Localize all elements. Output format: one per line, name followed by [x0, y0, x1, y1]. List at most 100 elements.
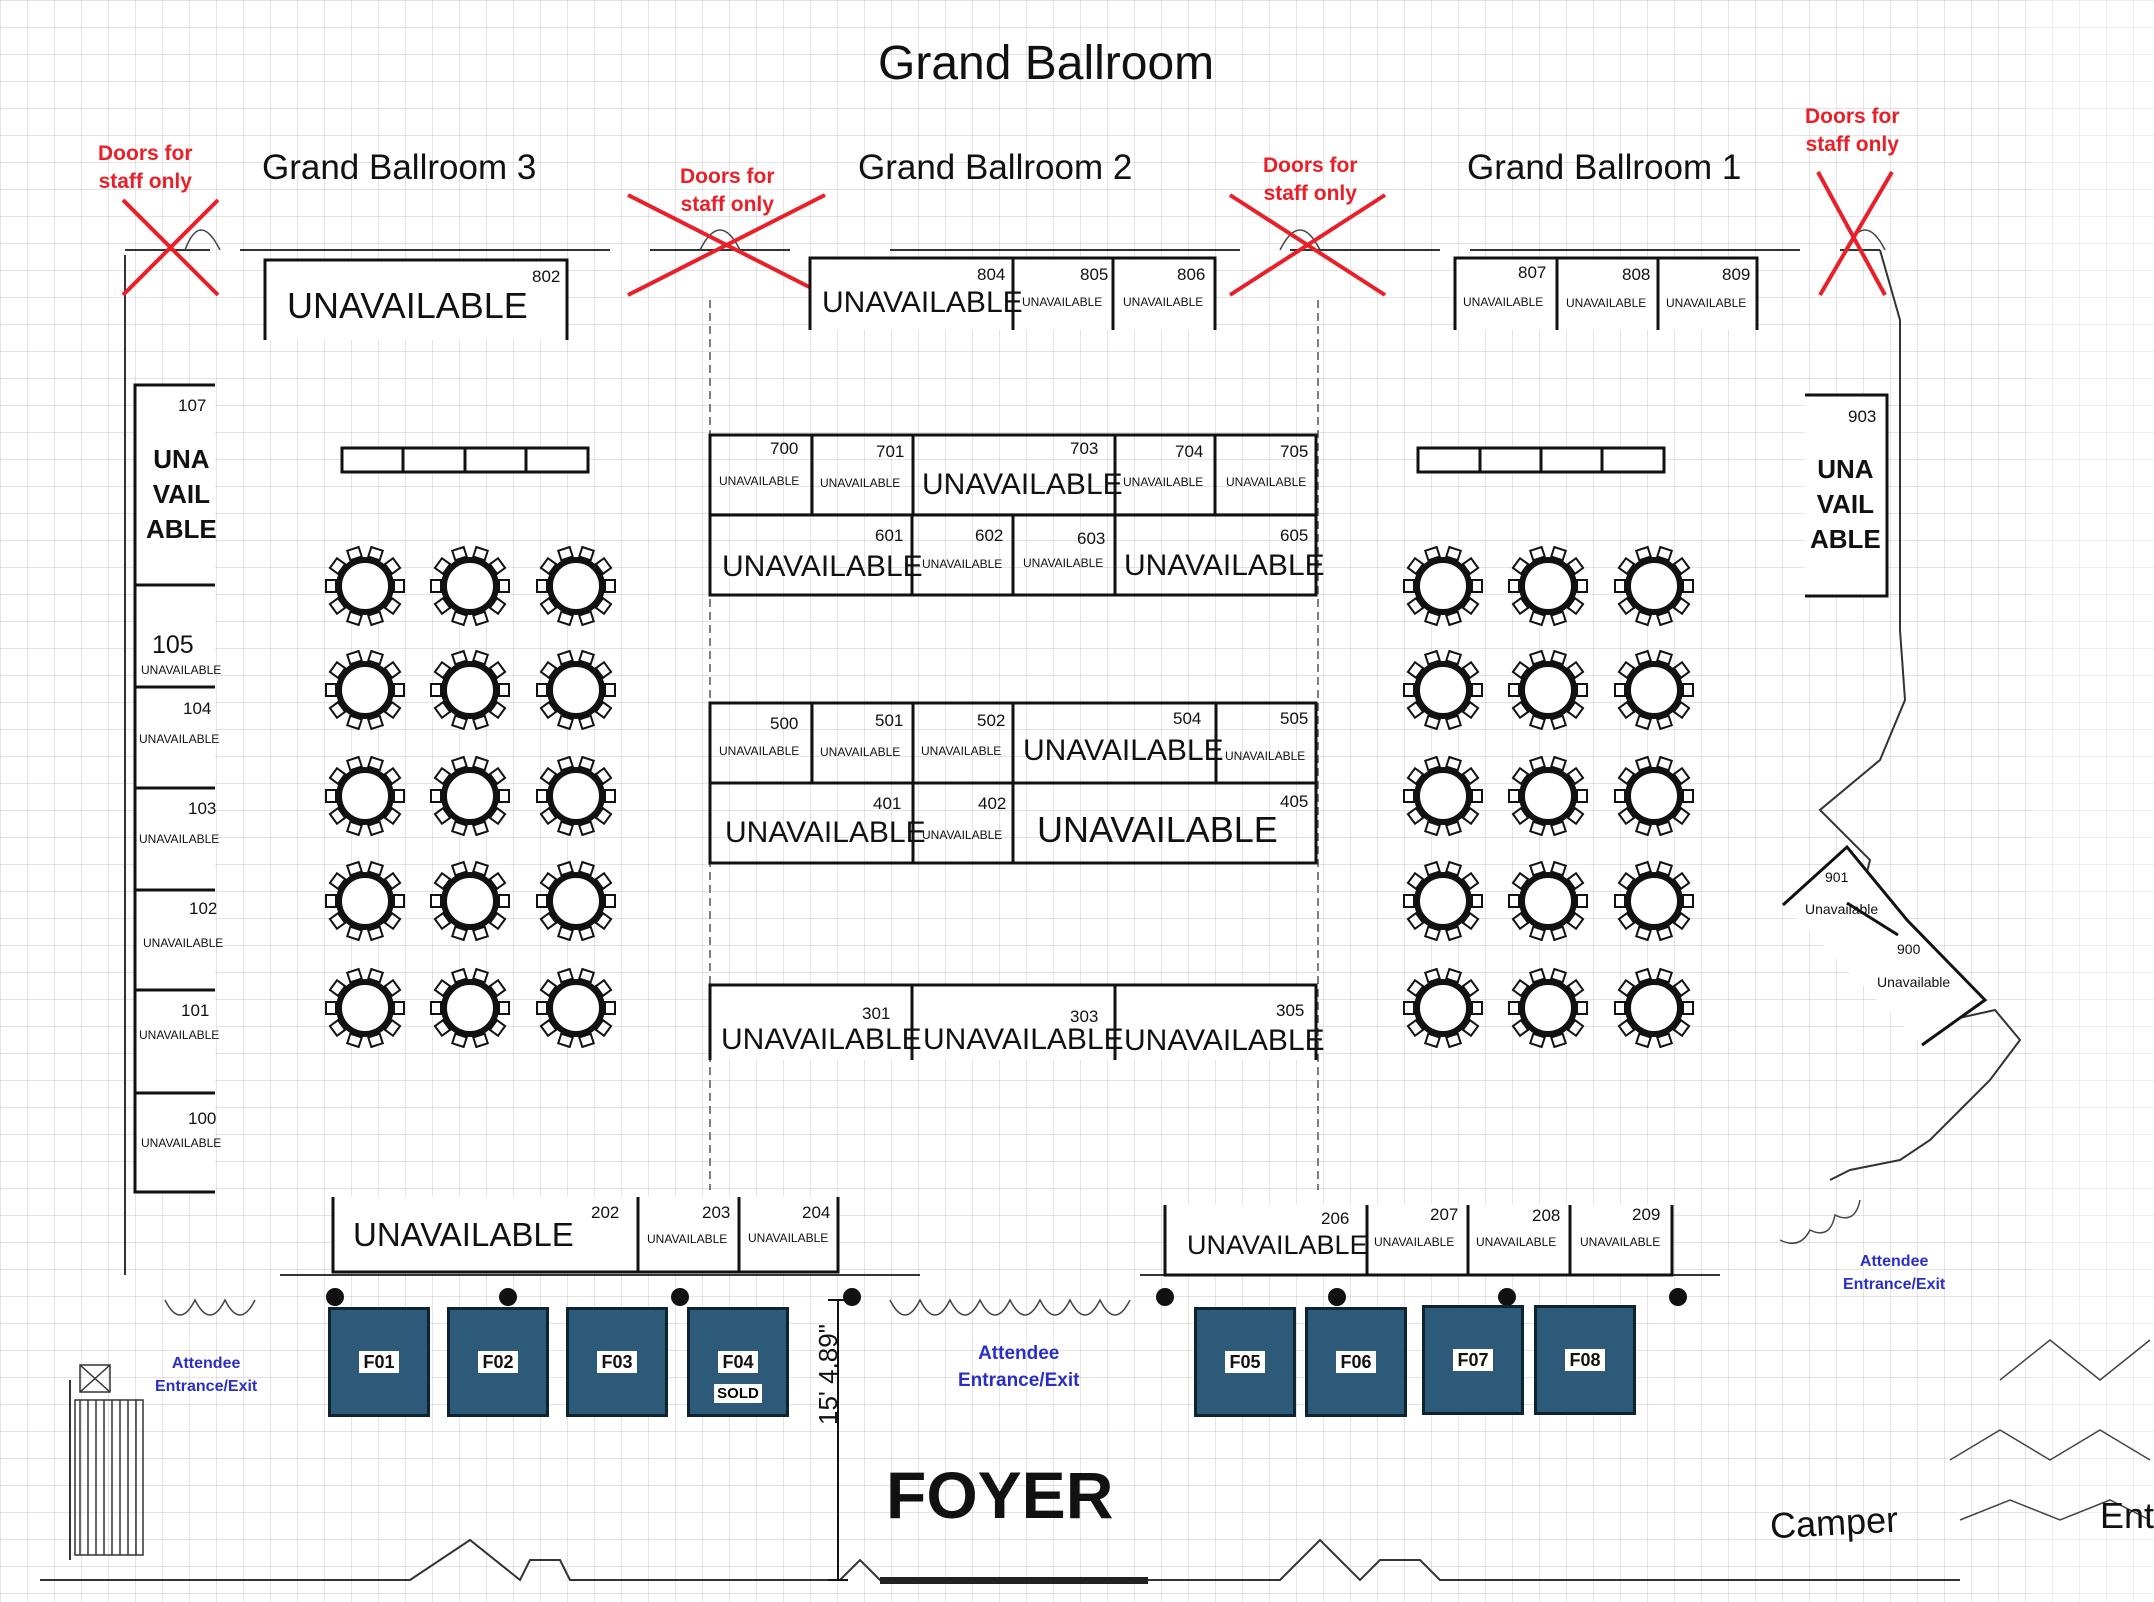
booth-number-701: 701	[876, 442, 905, 461]
booth-number-209: 209	[1632, 1205, 1661, 1224]
foyer-booth-f06[interactable]: F06	[1305, 1307, 1407, 1417]
booth-209-status: UNAVAILABLE	[1580, 1235, 1661, 1249]
booth-901-status: Unavailable	[1805, 901, 1879, 917]
foyer-booth-f02[interactable]: F02	[447, 1307, 549, 1417]
booth-103-status: UNAVAILABLE	[139, 832, 220, 846]
main-title: Grand Ballroom	[878, 37, 1215, 90]
foyer-entrance-bar	[880, 1577, 1148, 1584]
booth-number-602: 602	[975, 526, 1004, 545]
booth-701-status: UNAVAILABLE	[820, 476, 901, 490]
round-table	[430, 860, 510, 942]
booth-number-505: 505	[1280, 709, 1309, 728]
round-table	[325, 860, 405, 942]
booth-102-status: UNAVAILABLE	[143, 936, 224, 950]
round-table	[1403, 860, 1483, 942]
booth-401-status: UNAVAILABLE	[725, 816, 926, 849]
booth-808-status: UNAVAILABLE	[1566, 296, 1647, 310]
round-table	[1403, 755, 1483, 837]
round-tables	[325, 545, 1694, 1049]
booth-502-status: UNAVAILABLE	[921, 744, 1002, 758]
round-table	[325, 649, 405, 731]
round-table	[430, 649, 510, 731]
round-table	[536, 649, 616, 731]
booth-806-status: UNAVAILABLE	[1123, 295, 1204, 309]
sold-badge: SOLD	[714, 1384, 762, 1403]
booth-number-405: 405	[1280, 792, 1309, 811]
booth-label: F02	[478, 1351, 518, 1373]
camper-label: Camper	[1768, 1498, 1900, 1547]
room-title-3: Grand Ballroom 3	[262, 148, 537, 187]
dimension-line	[828, 1299, 848, 1581]
booth-number-208: 208	[1532, 1206, 1561, 1225]
booth-number-700: 700	[770, 439, 799, 458]
booth-number-901: 901	[1825, 869, 1849, 885]
round-table	[430, 967, 510, 1049]
booth-805-status: UNAVAILABLE	[1022, 295, 1103, 309]
booth-number-809: 809	[1722, 265, 1751, 284]
booth-number-104: 104	[183, 699, 212, 718]
foyer-booth-f03[interactable]: F03	[566, 1307, 668, 1417]
booth-label: F08	[1565, 1349, 1605, 1371]
booth-700-status: UNAVAILABLE	[719, 474, 800, 488]
foyer-label: FOYER	[886, 1458, 1114, 1532]
room-title-2: Grand Ballroom 2	[858, 148, 1133, 187]
booth-number-601: 601	[875, 526, 904, 545]
booth-603-status: UNAVAILABLE	[1023, 556, 1104, 570]
round-table	[430, 545, 510, 627]
column-dots	[326, 1288, 1687, 1306]
round-table	[1508, 649, 1588, 731]
round-table	[536, 860, 616, 942]
booth-number-401: 401	[873, 794, 902, 813]
round-table	[325, 755, 405, 837]
foyer-booth-f05[interactable]: F05	[1194, 1307, 1296, 1417]
booth-number-101: 101	[181, 1001, 210, 1020]
booth-number-704: 704	[1175, 442, 1204, 461]
booth-number-103: 103	[188, 799, 217, 818]
booth-number-502: 502	[977, 711, 1006, 730]
booth-number-501: 501	[875, 711, 904, 730]
staff-door-crosses	[121, 170, 1894, 297]
foyer-booth-f01[interactable]: F01	[328, 1307, 430, 1417]
booth-405-status: UNAVAILABLE	[1037, 809, 1278, 850]
booth-402-status: UNAVAILABLE	[922, 828, 1003, 842]
booth-number-207: 207	[1430, 1205, 1459, 1224]
booth-305-status: UNAVAILABLE	[1124, 1024, 1325, 1057]
booth-label: F03	[597, 1351, 637, 1373]
booth-number-204: 204	[802, 1203, 831, 1222]
dimension-label: 15' 4.89"	[813, 1324, 843, 1425]
round-table	[1614, 860, 1694, 942]
booth-blocks	[133, 256, 1988, 1277]
booth-number-102: 102	[189, 899, 218, 918]
booth-809-status: UNAVAILABLE	[1666, 296, 1747, 310]
foyer-booth-f07[interactable]: F07	[1422, 1305, 1524, 1415]
booth-802-status: UNAVAILABLE	[287, 285, 528, 326]
booth-number-903: 903	[1848, 407, 1877, 426]
round-table	[1614, 755, 1694, 837]
booth-number-802: 802	[532, 267, 561, 286]
round-table	[1508, 967, 1588, 1049]
booth-number-900: 900	[1897, 941, 1921, 957]
booth-number-402: 402	[978, 794, 1007, 813]
round-table	[1508, 755, 1588, 837]
booth-label: F04	[718, 1351, 758, 1373]
booth-number-807: 807	[1518, 263, 1547, 282]
booth-804-status: UNAVAILABLE	[822, 286, 1023, 319]
booth-number-305: 305	[1276, 1001, 1305, 1020]
stairs	[74, 1364, 144, 1556]
booth-number-202: 202	[591, 1203, 620, 1222]
booth-number-603: 603	[1077, 529, 1106, 548]
booth-number-605: 605	[1280, 526, 1309, 545]
booth-202-status: UNAVAILABLE	[353, 1216, 574, 1253]
round-table	[1614, 649, 1694, 731]
booth-label: F01	[359, 1351, 399, 1373]
booth-605-status: UNAVAILABLE	[1124, 549, 1325, 582]
booth-703-status: UNAVAILABLE	[922, 468, 1123, 501]
foyer-booth-f08[interactable]: F08	[1534, 1305, 1636, 1415]
